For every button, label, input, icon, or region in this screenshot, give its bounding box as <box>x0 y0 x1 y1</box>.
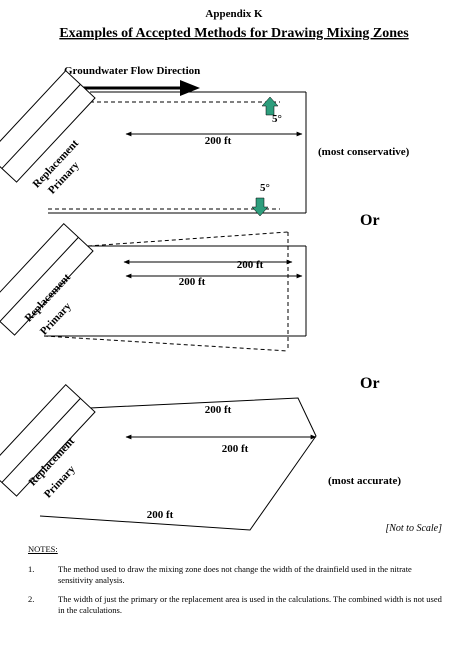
drainfield-2 <box>0 223 94 336</box>
note-number: 2. <box>28 594 35 604</box>
angle-up-arrow-icon <box>261 96 279 116</box>
not-to-scale-label: [Not to Scale] <box>385 523 442 534</box>
note-text: The method used to draw the mixing zone … <box>58 564 412 585</box>
or-label-2: Or <box>360 375 380 392</box>
drainfield-3 <box>0 384 96 497</box>
distance-label-3b: 200 ft <box>222 443 249 455</box>
or-label-1: Or <box>360 212 380 229</box>
distance-label-3a: 200 ft <box>205 404 232 416</box>
angle-label-2: 5° <box>260 182 270 194</box>
note-text: The width of just the primary or the rep… <box>58 594 442 615</box>
distance-label-2b: 200 ft <box>179 276 206 288</box>
note-number: 1. <box>28 564 35 574</box>
flow-direction-label: Groundwater Flow Direction <box>64 65 200 77</box>
distance-label-3c: 200 ft <box>147 509 174 521</box>
appendix-label: Appendix K <box>205 8 263 20</box>
page-title: Examples of Accepted Methods for Drawing… <box>59 26 409 41</box>
note-item: 2. The width of just the primary or the … <box>28 594 448 616</box>
drainfield-1 <box>0 70 96 183</box>
distance-label-2a: 200 ft <box>237 259 264 271</box>
note-item: 1. The method used to draw the mixing zo… <box>28 564 448 586</box>
distance-label-1: 200 ft <box>205 135 232 147</box>
most-accurate-label: (most accurate) <box>328 475 401 487</box>
notes-section: NOTES: 1. The method used to draw the mi… <box>28 544 448 624</box>
mixing-zone-2 <box>43 231 307 352</box>
notes-heading: NOTES: <box>28 544 58 554</box>
angle-label-1: 5° <box>272 113 282 125</box>
most-conservative-label: (most conservative) <box>318 146 410 158</box>
angle-down-arrow-icon <box>251 197 269 217</box>
